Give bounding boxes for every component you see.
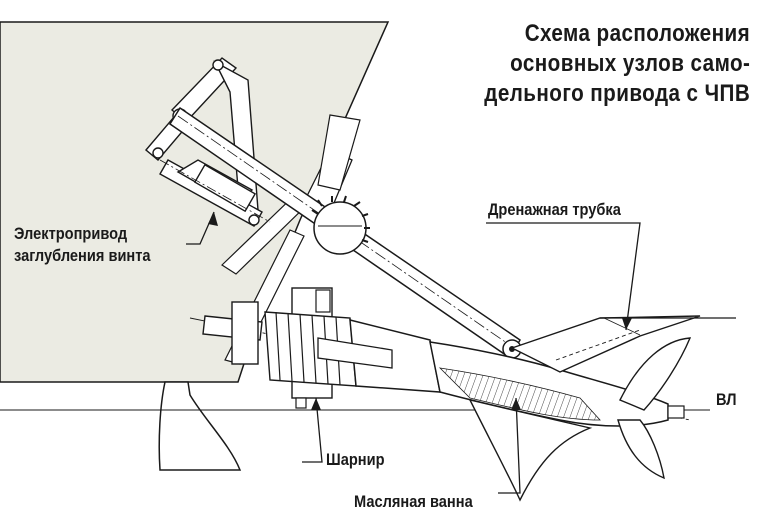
skeg xyxy=(158,381,242,471)
pivot-upper xyxy=(212,59,224,71)
electric-actuator xyxy=(159,159,271,227)
label-electric-drive-1: Электропривод xyxy=(14,224,128,243)
gear-sector xyxy=(311,195,370,255)
label-waterline: ВЛ xyxy=(716,390,737,409)
label-drain-tube: Дренажная трубка xyxy=(488,200,621,219)
label-electric-drive-2: заглубления винта xyxy=(14,246,151,265)
label-hinge: Шарнир xyxy=(326,450,385,469)
lower-unit xyxy=(429,315,701,502)
label-oil-bath: Масляная ванна xyxy=(354,492,473,511)
title-line-2: основных узлов само- xyxy=(509,50,750,77)
title-line-3: дельного привода с ЧПВ xyxy=(484,80,750,107)
title-line-1: Схема расположения xyxy=(524,20,750,47)
pivot-left xyxy=(152,147,164,159)
oil-bath xyxy=(438,367,601,421)
